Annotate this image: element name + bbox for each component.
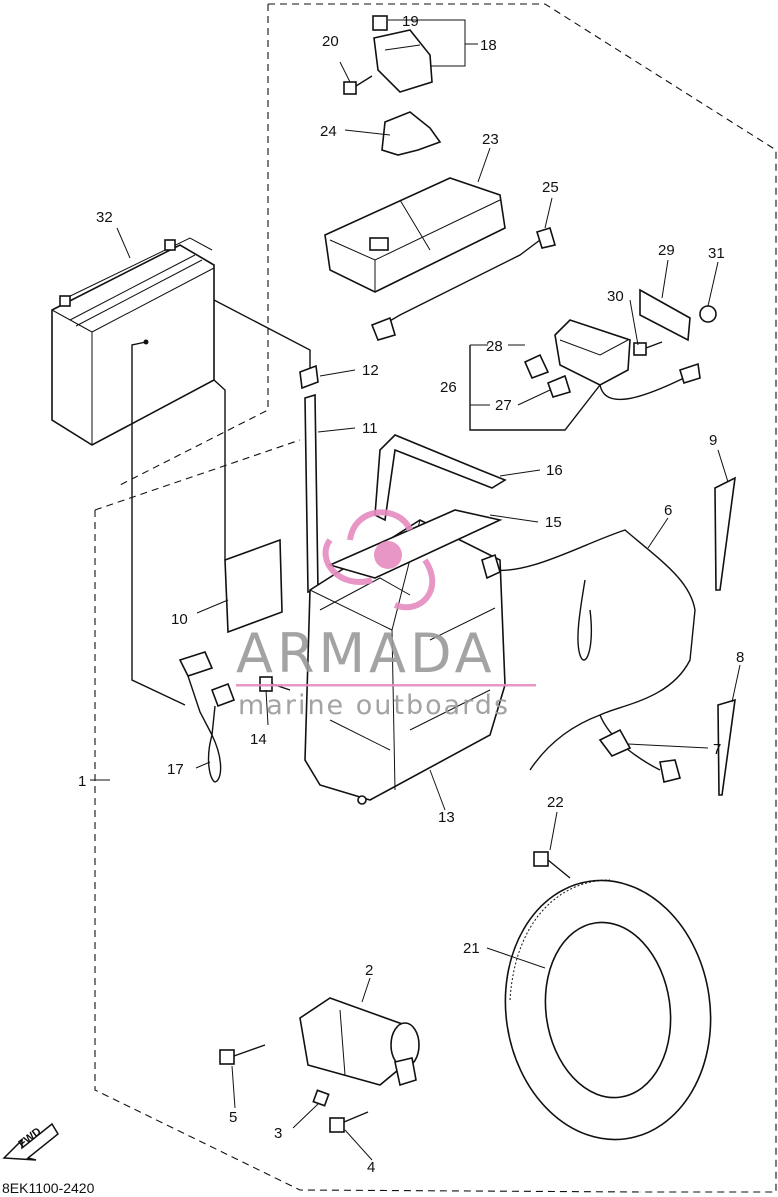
bolt — [219, 1044, 266, 1065]
battery — [51, 237, 215, 446]
callout-24: 24 — [320, 123, 337, 140]
wire-harness — [481, 529, 696, 783]
callout-27: 27 — [495, 397, 512, 414]
callout-25: 25 — [542, 179, 559, 196]
callout-2: 2 — [365, 962, 373, 979]
callout-32: 32 — [96, 209, 113, 226]
spare-fuse — [546, 374, 572, 398]
callout-11: 11 — [362, 420, 378, 437]
watermark-logo-icon — [322, 509, 436, 611]
fuse-box — [324, 177, 506, 293]
callout-7: 7 — [713, 741, 721, 758]
callout-14: 14 — [250, 731, 267, 748]
callout-19: 19 — [402, 13, 419, 30]
relay-bracket — [381, 111, 442, 156]
cable-tie — [717, 698, 736, 796]
callout-6: 6 — [664, 502, 672, 519]
battery-pad — [224, 538, 283, 634]
fuse-holder — [554, 319, 701, 401]
fuse-lead-wire — [370, 226, 557, 341]
bolt — [533, 851, 571, 879]
callout-18: 18 — [480, 37, 497, 54]
callout-3: 3 — [274, 1125, 282, 1142]
nut — [699, 305, 717, 323]
watermark-brand: ARMADA — [236, 622, 496, 685]
leader-lines — [90, 19, 741, 1161]
battery-positive-lead — [213, 299, 311, 370]
watermark-rule — [236, 684, 536, 687]
harness-clamp — [598, 728, 632, 757]
nut — [312, 1089, 330, 1107]
callout-12: 12 — [362, 362, 379, 379]
callout-8: 8 — [736, 649, 744, 666]
callout-1: 1 — [78, 773, 86, 790]
watermark-tagline: marine outboards — [238, 690, 510, 721]
callout-16: 16 — [546, 462, 563, 479]
negative-lead-wire — [178, 651, 236, 783]
fuse — [523, 353, 550, 380]
breather-hose — [304, 393, 319, 593]
dashed-assembly-outline — [94, 3, 777, 1193]
watermark: ARMADA marine outboards — [236, 509, 536, 721]
bolt — [329, 1111, 369, 1133]
battery-band — [374, 434, 507, 522]
callout-20: 20 — [322, 33, 339, 50]
cable-tie — [714, 476, 736, 591]
callout-30: 30 — [607, 288, 624, 305]
callout-31: 31 — [708, 245, 725, 262]
callout-labels: 1 2 3 4 5 6 7 8 9 10 11 12 13 14 15 16 1… — [78, 13, 744, 1176]
callout-22: 22 — [547, 794, 564, 811]
fuse-group-bracket — [469, 345, 601, 431]
callout-9: 9 — [709, 432, 717, 449]
callout-26: 26 — [440, 379, 457, 396]
battery-box — [304, 519, 506, 805]
callout-28: 28 — [486, 338, 503, 355]
callout-21: 21 — [463, 940, 480, 957]
callout-17: 17 — [167, 761, 184, 778]
battery-lead-wire — [131, 341, 186, 706]
fwd-arrow-icon: FWD — [2, 1122, 59, 1161]
callout-5: 5 — [229, 1109, 237, 1126]
battery-pad-leader — [213, 379, 226, 560]
callout-13: 13 — [438, 809, 455, 826]
diagram-code: 8EK1100-2420 — [2, 1180, 95, 1196]
starter-ring-gear — [504, 879, 712, 1141]
starter-motor — [299, 997, 420, 1087]
callout-4: 4 — [367, 1159, 375, 1176]
hose-clip — [299, 364, 319, 390]
callout-29: 29 — [658, 242, 675, 259]
starter-relay — [372, 15, 433, 93]
callout-15: 15 — [545, 514, 562, 531]
cover-plate — [327, 509, 503, 579]
callout-10: 10 — [171, 611, 188, 628]
callout-23: 23 — [482, 131, 499, 148]
screw — [633, 341, 663, 356]
fuse-bracket — [639, 288, 691, 342]
